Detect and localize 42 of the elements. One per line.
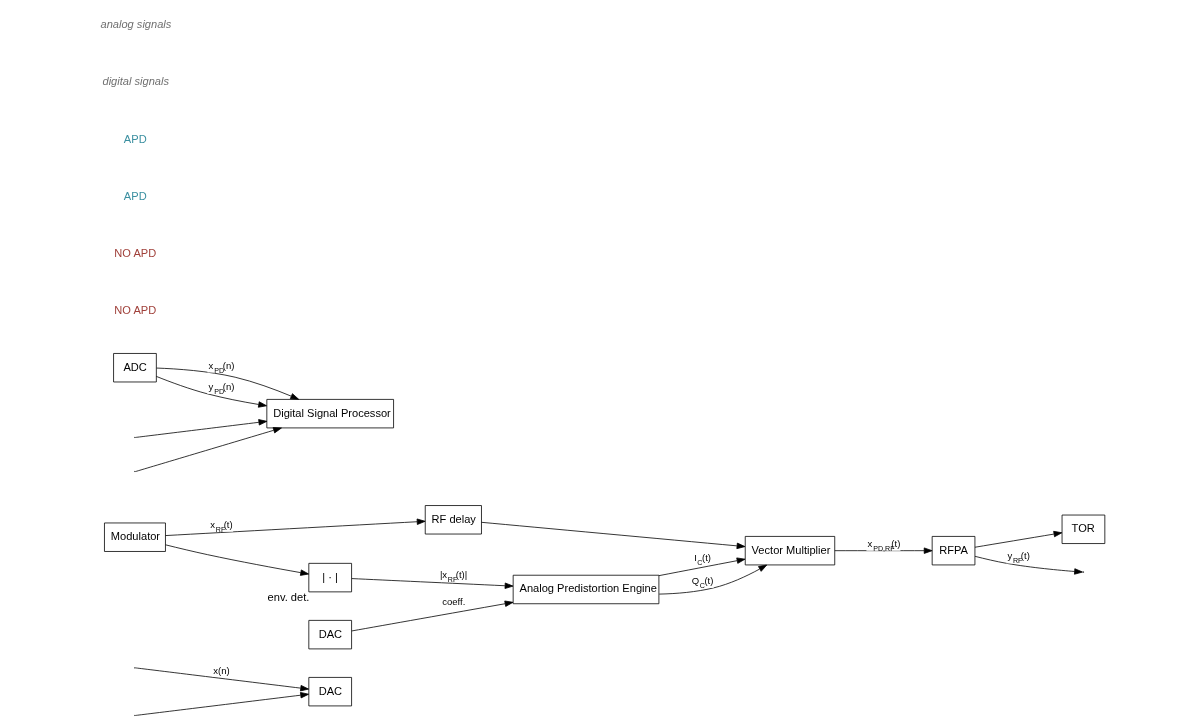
arrow [658, 564, 768, 595]
arrow [135, 427, 282, 472]
arrow [156, 367, 300, 400]
node-box: DAC [308, 620, 352, 650]
label: NO APD [114, 246, 157, 259]
node-box: Vector Multiplier [744, 536, 836, 566]
arrow [351, 600, 514, 632]
arrow [156, 376, 267, 408]
label: APD [123, 132, 147, 145]
edge-label: x$_{PD}$(n) [208, 359, 235, 375]
edge-label: Q$_{C}$(t) [691, 575, 714, 591]
edge-label: x$_{RF}$(t) [210, 518, 233, 534]
node-box: TOR [1061, 514, 1106, 544]
edge-label: I$_{C}$(t) [694, 552, 712, 568]
edge-label: x(n) [213, 664, 230, 676]
label: NO APD [114, 303, 157, 316]
label: analog signals [100, 17, 172, 30]
node-box: | · | [308, 562, 352, 593]
arrow [974, 530, 1063, 548]
node-box: Digital Signal Processor [266, 399, 394, 429]
arrow [974, 555, 1083, 575]
edge-label: x$_{PD,RF}$(t) [867, 537, 901, 553]
arrow [351, 578, 514, 589]
node-box: RF delay [424, 505, 482, 535]
node-box: RFPA [931, 536, 976, 566]
edge-label: y$_{RF}$(t) [1007, 550, 1030, 566]
node-box: ADC [113, 353, 157, 383]
label: digital signals [102, 74, 169, 87]
arrow [135, 419, 268, 438]
label: APD [123, 189, 147, 202]
node-box: DAC [308, 677, 352, 707]
arrow [658, 557, 746, 577]
edge-label: |x$_{RF}$(t)| [439, 568, 468, 584]
node-box: Analog Predistortion Engine [512, 574, 660, 605]
arrow [481, 521, 746, 550]
edge-label: coeff. [442, 595, 466, 607]
arrow [135, 667, 309, 692]
node-label: env. det. [267, 590, 310, 603]
arrow [165, 544, 310, 576]
arrow [135, 692, 309, 716]
edge-label: y$_{PD}$(n) [208, 380, 235, 396]
node-box: Modulator [104, 522, 166, 552]
